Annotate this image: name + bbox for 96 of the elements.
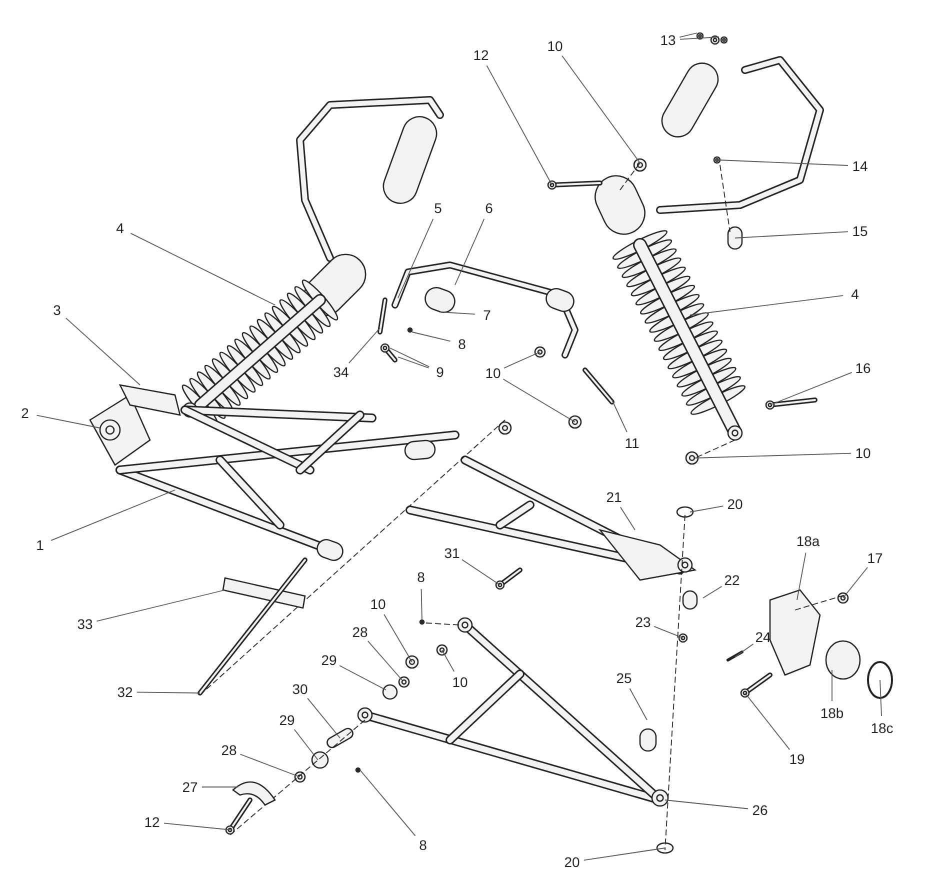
callout-number: 24 <box>755 629 771 645</box>
leader-line <box>412 332 451 342</box>
leader-line <box>240 754 300 778</box>
leader-line <box>690 295 844 316</box>
leader-line <box>36 414 100 428</box>
leader-line <box>583 848 666 861</box>
leader-line <box>654 626 684 638</box>
leader-line <box>562 55 640 164</box>
callout-number: 6 <box>485 200 493 216</box>
callout-number: 10 <box>547 38 563 54</box>
leader-line <box>96 590 226 622</box>
leader-line <box>702 586 722 598</box>
leader-line <box>442 650 455 672</box>
leader-line <box>502 378 576 422</box>
callout-number: 20 <box>564 854 580 870</box>
leader-line <box>360 770 416 836</box>
callout-number: 15 <box>852 223 868 239</box>
leader-line <box>202 786 238 788</box>
callout-number: 4 <box>116 220 124 236</box>
callout-number: 2 <box>21 405 29 421</box>
leader-line <box>294 729 318 760</box>
leader-line <box>462 559 500 586</box>
callout-number: 10 <box>452 674 468 690</box>
callout-number: 10 <box>485 365 501 381</box>
callout-number: 10 <box>855 445 871 461</box>
leader-line <box>504 352 540 369</box>
leader-line <box>770 372 852 406</box>
leader-line <box>130 232 276 306</box>
leader-line <box>307 698 340 738</box>
leader-line <box>164 822 232 830</box>
leader-line <box>690 506 724 512</box>
callout-number: 28 <box>221 742 237 758</box>
callout-number: 22 <box>724 572 740 588</box>
callout-number: 18c <box>870 720 894 736</box>
leader-line <box>880 680 882 716</box>
callout-number: 4 <box>851 286 859 302</box>
callout-number: 17 <box>867 550 883 566</box>
callout-number: 20 <box>727 496 743 512</box>
leader-line <box>398 218 434 298</box>
leader-line <box>136 692 200 694</box>
callout-number: 5 <box>434 200 442 216</box>
leader-line <box>398 356 430 368</box>
leader-line <box>680 36 720 40</box>
callout-number: 33 <box>77 616 93 632</box>
callout-number: 32 <box>117 684 133 700</box>
callout-number: 12 <box>473 47 489 63</box>
leader-line <box>744 692 790 750</box>
leader-line <box>718 160 848 166</box>
callout-number: 28 <box>352 624 368 640</box>
callout-number: 16 <box>855 360 871 376</box>
leader-line <box>454 218 485 286</box>
leader-line <box>612 400 628 433</box>
leader-line <box>339 665 386 690</box>
callout-number: 8 <box>419 837 427 853</box>
callout-number: 8 <box>458 336 466 352</box>
leader-line <box>50 490 176 541</box>
leader-line <box>348 328 380 364</box>
callout-number: 29 <box>279 712 295 728</box>
leader-line <box>486 65 552 186</box>
callout-number: 19 <box>789 751 805 767</box>
callout-number: 7 <box>483 307 491 323</box>
callout-number: 9 <box>436 364 444 380</box>
callout-number: 31 <box>444 545 460 561</box>
leader-line <box>796 552 806 600</box>
callout-number: 18b <box>820 705 844 721</box>
leader-line <box>679 32 698 38</box>
callout-number: 11 <box>624 435 640 451</box>
callout-number: 8 <box>417 569 425 585</box>
callout-number: 10 <box>370 596 386 612</box>
leader-line <box>440 312 476 315</box>
leader-line <box>734 231 848 238</box>
callout-number: 21 <box>606 489 622 505</box>
leader-line <box>384 614 412 662</box>
callout-number: 1 <box>36 537 44 553</box>
leader-line <box>420 588 422 620</box>
leader-line <box>664 800 749 810</box>
leader-line <box>694 452 852 458</box>
leader-line <box>390 348 430 368</box>
callout-number: 27 <box>182 779 198 795</box>
callout-number: 23 <box>635 614 651 630</box>
callout-number: 34 <box>333 364 349 380</box>
leader-line <box>842 566 868 598</box>
callout-number: 3 <box>53 302 61 318</box>
callout-number: 13 <box>660 32 676 48</box>
callout-number: 29 <box>321 652 337 668</box>
leader-line <box>620 506 636 530</box>
leader-line <box>629 688 648 720</box>
callout-number: 12 <box>144 814 160 830</box>
callout-number: 30 <box>292 681 308 697</box>
callout-number: 26 <box>752 802 768 818</box>
leader-line <box>65 318 140 386</box>
leader-line <box>734 644 754 658</box>
leader-line <box>367 640 402 680</box>
callout-number: 18a <box>796 533 820 549</box>
callout-number: 14 <box>852 158 868 174</box>
callout-number: 25 <box>616 670 632 686</box>
